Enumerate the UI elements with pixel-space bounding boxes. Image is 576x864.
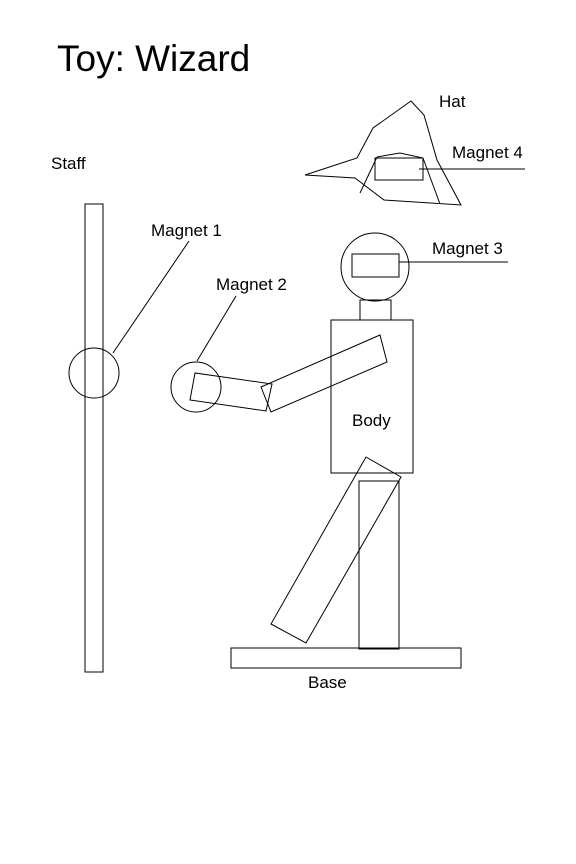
front-leg: [358, 480, 400, 650]
arm: [170, 295, 388, 413]
base-rect: [230, 647, 462, 669]
legs: [270, 456, 402, 650]
head-circle: [340, 232, 410, 302]
neck: [359, 299, 392, 321]
body-rect: [330, 319, 414, 474]
magnet-3-rect: [351, 253, 400, 278]
staff-pole: [84, 203, 104, 673]
staff: [68, 203, 190, 673]
magnet-4-label: Magnet 4: [452, 143, 523, 162]
hat: [304, 100, 525, 206]
base-label: Base: [308, 673, 347, 692]
forearm: [189, 372, 273, 412]
diagram-title: Toy: Wizard: [57, 38, 251, 79]
staff-label: Staff: [51, 154, 86, 173]
hat-brim-left: [359, 156, 378, 194]
magnet-2-label: Magnet 2: [216, 275, 287, 294]
hat-band: [376, 152, 441, 205]
hat-label: Hat: [439, 92, 466, 111]
magnet-4-rect: [374, 157, 424, 181]
magnet-2-circle: [170, 361, 222, 413]
magnet-1-leader-line: [112, 240, 190, 354]
magnet-1-label: Magnet 1: [151, 221, 222, 240]
upper-arm: [260, 334, 388, 413]
magnet-1-circle: [68, 347, 120, 399]
hat-outline: [304, 100, 462, 206]
body-label: Body: [352, 411, 391, 430]
back-leg: [270, 456, 402, 644]
magnet-3-label: Magnet 3: [432, 239, 503, 258]
magnet-2-leader-line: [196, 295, 237, 362]
